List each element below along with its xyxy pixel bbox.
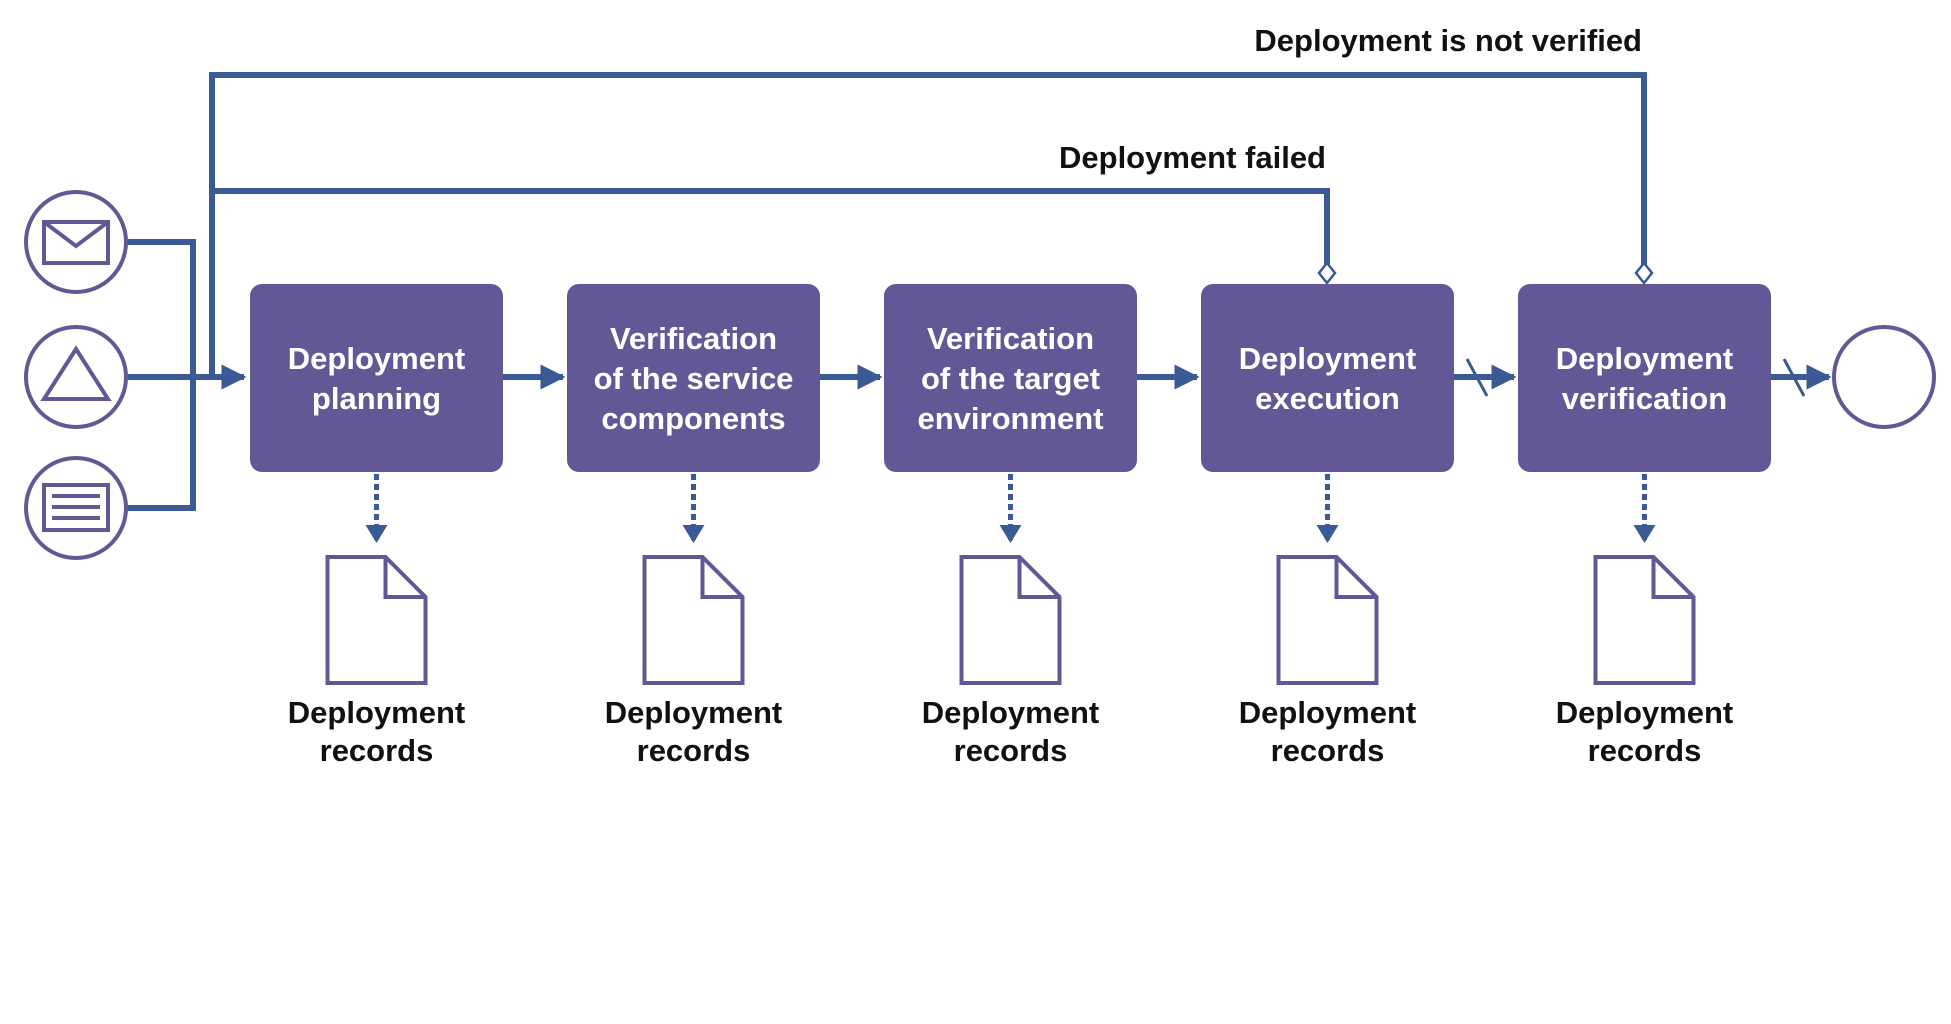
record-label: Deployment [288, 695, 465, 730]
step-label: Deployment [1556, 341, 1733, 376]
step-box: Deployment verification [1518, 284, 1771, 472]
start-event-conditional [24, 456, 128, 560]
step-label: planning [312, 381, 441, 416]
record-label: Deployment [1239, 695, 1416, 730]
document-icon [1593, 555, 1696, 685]
document-icon [1276, 555, 1379, 685]
step-label: components [601, 401, 785, 436]
record-label: records [1588, 733, 1702, 768]
record-label: Deployment [922, 695, 1099, 730]
loop-label-not-verified: Deployment is not verified [1254, 23, 1642, 58]
document-icon [959, 555, 1062, 685]
deployment-records: DeploymentrecordsDeploymentrecordsDeploy… [288, 474, 1733, 768]
association-arrowhead [682, 525, 705, 543]
step-label: Verification [927, 321, 1094, 356]
triangle-icon [40, 345, 112, 401]
step-label: Deployment [288, 341, 465, 376]
document-list-icon [42, 483, 110, 532]
association-arrowhead [365, 525, 388, 543]
default-flow-slash [1782, 358, 1806, 397]
step-label: Verification [610, 321, 777, 356]
document-icon [642, 555, 745, 685]
process-steps: Deployment planning Verification of the ser… [250, 284, 1771, 472]
start-event-mail [24, 190, 128, 294]
record-label: records [637, 733, 751, 768]
step-box: Verification of the target environment [884, 284, 1137, 472]
start-event-signal [24, 325, 128, 429]
association-arrowhead [1316, 525, 1339, 543]
step-label: verification [1562, 381, 1727, 416]
step-box-shape [1201, 284, 1454, 472]
step-label: of the service [594, 361, 794, 396]
loop-not-verified [209, 72, 1647, 376]
step-box: Verification of the service components [567, 284, 820, 472]
mail-icon [42, 220, 110, 265]
record-label: records [1271, 733, 1385, 768]
step-box: Deployment execution [1201, 284, 1454, 472]
end-event [1832, 325, 1936, 429]
document-icon [325, 555, 428, 685]
record-label: Deployment [1556, 695, 1733, 730]
start-connectors [125, 239, 247, 511]
step-box-shape [884, 284, 1137, 472]
condition-diamond-icon [1634, 260, 1654, 286]
record-label: Deployment [605, 695, 782, 730]
loop-label-failed: Deployment failed [1059, 140, 1326, 175]
loop-failed [212, 188, 1330, 270]
condition-diamond-icon [1317, 260, 1337, 286]
step-box-shape [1518, 284, 1771, 472]
step-label: environment [917, 401, 1103, 436]
default-flow-slash [1465, 358, 1489, 397]
step-box-shape [250, 284, 503, 472]
association-arrowhead [1633, 525, 1656, 543]
step-label: of the target [921, 361, 1100, 396]
record-label: records [954, 733, 1068, 768]
record-label: records [320, 733, 434, 768]
step-label: Deployment [1239, 341, 1416, 376]
step-box-shape [567, 284, 820, 472]
step-label: execution [1255, 381, 1400, 416]
association-arrowhead [999, 525, 1022, 543]
step-box: Deployment planning [250, 284, 503, 472]
